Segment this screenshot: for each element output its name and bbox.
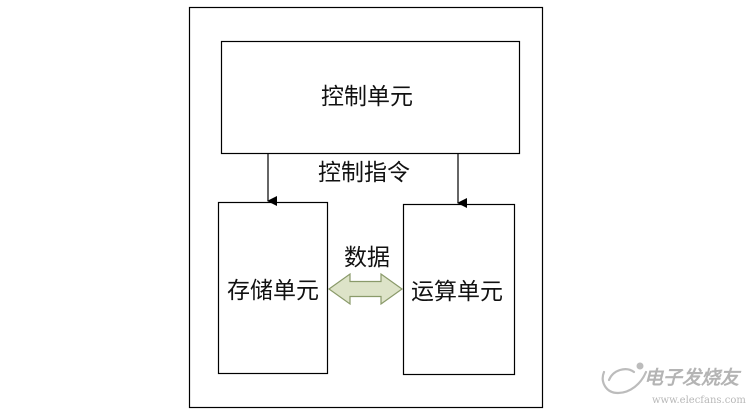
control-unit-box: [220, 40, 521, 155]
watermark-logo-icon: [601, 362, 648, 395]
data-double-arrow: [327, 272, 404, 306]
control-signal-label: 控制指令: [318, 160, 410, 186]
storage-unit-label: 存储单元: [227, 278, 319, 304]
arithmetic-unit-box: [402, 203, 516, 376]
arithmetic-unit-label: 运算单元: [411, 279, 503, 305]
watermark-site-url: www.elecfans.com: [652, 395, 746, 406]
control-unit-label: 控制单元: [321, 84, 413, 110]
data-flow-label: 数据: [344, 245, 390, 271]
watermark-site-name: 电子发烧友: [644, 367, 740, 389]
